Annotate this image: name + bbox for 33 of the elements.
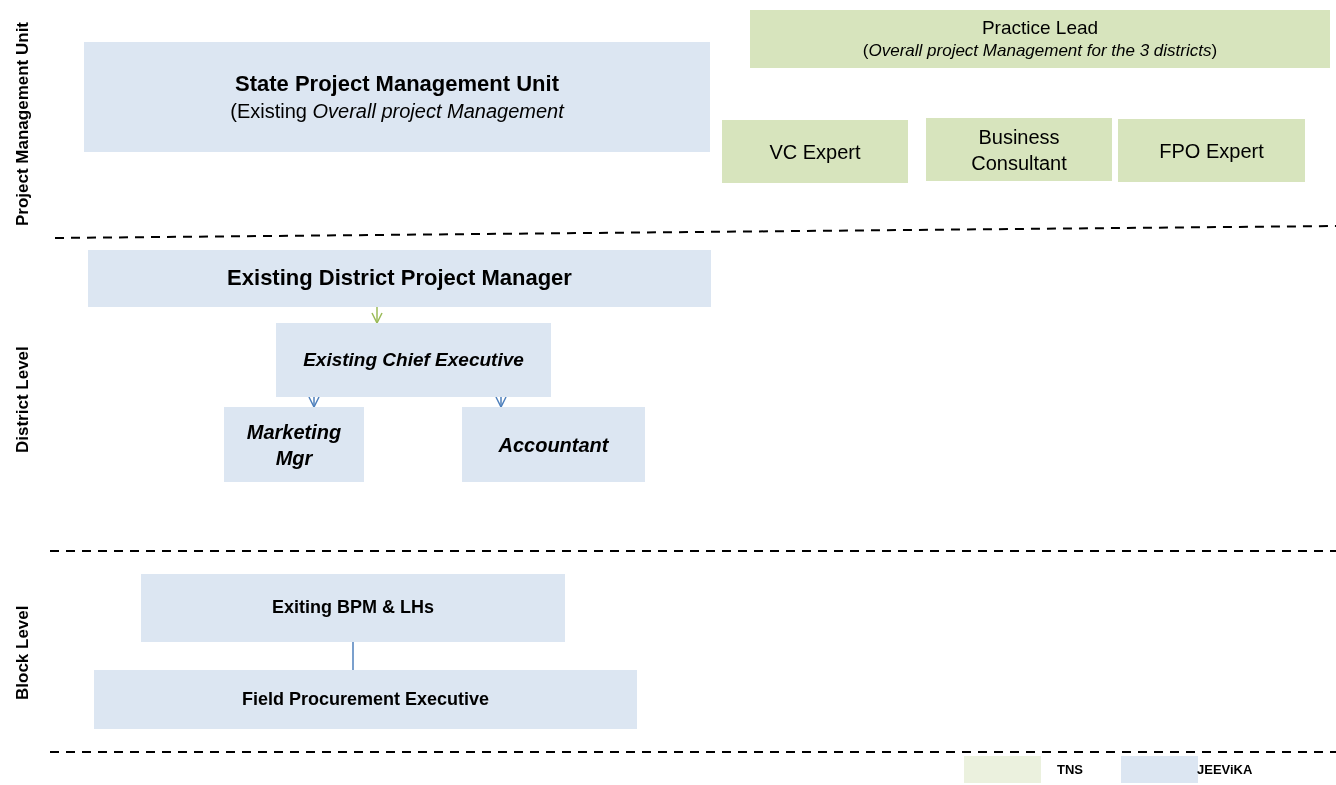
role-box bbox=[750, 10, 1330, 68]
role-box bbox=[1118, 119, 1305, 182]
connector-line bbox=[352, 641, 354, 671]
arrow bbox=[371, 306, 383, 324]
role-title: VC Expert bbox=[769, 139, 861, 165]
role-title: Existing District Project Manager bbox=[227, 264, 572, 293]
role-title: Field Procurement Executive bbox=[241, 687, 490, 711]
arrow bbox=[495, 396, 507, 408]
role-title: FPO Expert bbox=[1159, 138, 1264, 164]
role-box bbox=[141, 574, 565, 642]
role-box bbox=[722, 120, 908, 183]
role-title: Practice Lead bbox=[981, 15, 1099, 40]
role-box bbox=[926, 118, 1112, 181]
legend-text: JEEViKA bbox=[1197, 762, 1253, 777]
role-title: Marketing Mgr bbox=[245, 419, 343, 471]
arrow bbox=[308, 396, 320, 408]
level-label: Project Management Unit bbox=[12, 21, 33, 229]
level-label: District Level bbox=[12, 345, 33, 456]
role-description: (Existing Overall project Management bbox=[230, 99, 564, 125]
role-title: Existing Chief Executive bbox=[303, 347, 524, 372]
role-title: Business Consultant bbox=[970, 124, 1068, 176]
role-description: (Overall project Management for the 3 districts) bbox=[862, 40, 1218, 63]
role-box bbox=[88, 250, 711, 307]
role-box bbox=[224, 407, 364, 482]
role-box bbox=[94, 670, 637, 729]
role-box bbox=[84, 42, 710, 152]
role-title: State Project Management Unit bbox=[235, 69, 559, 98]
role-title: Exiting BPM & LHs bbox=[272, 596, 434, 620]
level-label: Block Level bbox=[12, 604, 33, 702]
role-title: Accountant bbox=[498, 432, 609, 458]
legend-text: TNS bbox=[1057, 762, 1083, 777]
role-box bbox=[276, 323, 551, 397]
role-box bbox=[462, 407, 645, 482]
